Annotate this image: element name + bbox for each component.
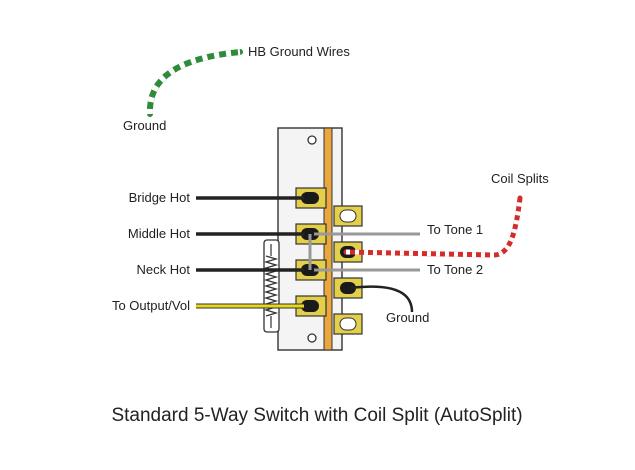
- label-hb-ground-wires: HB Ground Wires: [248, 44, 350, 59]
- label-middle-hot: Middle Hot: [128, 226, 191, 241]
- right-lug-1: [333, 205, 363, 227]
- mount-hole-top: [307, 135, 317, 145]
- right-lug-common: [333, 313, 363, 335]
- coil-spring-icon: [263, 239, 280, 333]
- label-coil-splits: Coil Splits: [491, 171, 549, 186]
- label-to-output-vol: To Output/Vol: [112, 298, 190, 313]
- ground-wire-bottom: [349, 285, 414, 313]
- coil-split-wire: [343, 195, 523, 258]
- label-neck-hot: Neck Hot: [137, 262, 191, 277]
- label-ground-bottom: Ground: [386, 310, 429, 325]
- mount-hole-bottom: [307, 333, 317, 343]
- label-to-tone-1: To Tone 1: [427, 222, 483, 237]
- left-lug-common: [295, 295, 327, 317]
- label-bridge-hot: Bridge Hot: [129, 190, 191, 205]
- right-lug-3: [333, 277, 363, 299]
- hb-ground-wire: [146, 49, 243, 117]
- label-ground-top: Ground: [123, 118, 166, 133]
- diagram-caption: Standard 5-Way Switch with Coil Split (A…: [111, 405, 522, 426]
- left-lug-1: [295, 187, 327, 209]
- label-to-tone-2: To Tone 2: [427, 262, 483, 277]
